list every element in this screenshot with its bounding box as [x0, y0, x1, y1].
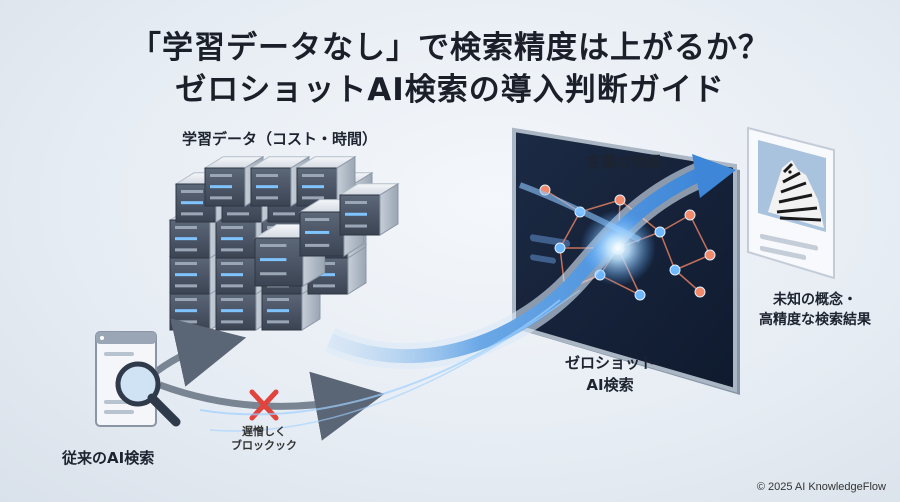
result-label-line-2: 高精度な検索結果 [759, 312, 871, 328]
title-line-1: 「学習データなし」で検索精度は上がるか？ [130, 30, 770, 66]
training-data-label: 学習データ（コスト・時間） [182, 130, 378, 148]
zero-shot-label-line-2: AI検索 [586, 376, 634, 394]
zero-shot-label-line-1: ゼロショット [564, 354, 655, 372]
word-map-label: 言葉の地図 [586, 153, 662, 171]
magnifier-icon [115, 361, 181, 427]
zebra-image-icon [758, 140, 826, 232]
title-line-2: ゼロショットAI検索の導入判断ガイド [175, 72, 725, 108]
result-label: 未知の概念・ 高精度な検索結果 [750, 290, 880, 330]
blocked-label-line-2: ブロックック [231, 439, 297, 452]
server-cube [249, 155, 311, 207]
traditional-search-label: 従来のAI検索 [62, 449, 155, 467]
traditional-search-window [95, 331, 181, 427]
zero-shot-flow-arrow [199, 154, 736, 432]
zebra-result-card [747, 126, 835, 280]
server-cube [338, 182, 400, 236]
result-label-line-1: 未知の概念・ [773, 292, 857, 308]
training-data-server-stack [168, 155, 400, 331]
traditional-arrows [145, 318, 385, 441]
copyright-notice: © 2025 AI KnowledgeFlow [756, 481, 886, 493]
zero-shot-label: ゼロショット AI検索 [540, 352, 680, 396]
blocked-label: 遅憎しく ブロックック [224, 425, 304, 453]
blocked-label-line-1: 遅憎しく [242, 425, 286, 438]
